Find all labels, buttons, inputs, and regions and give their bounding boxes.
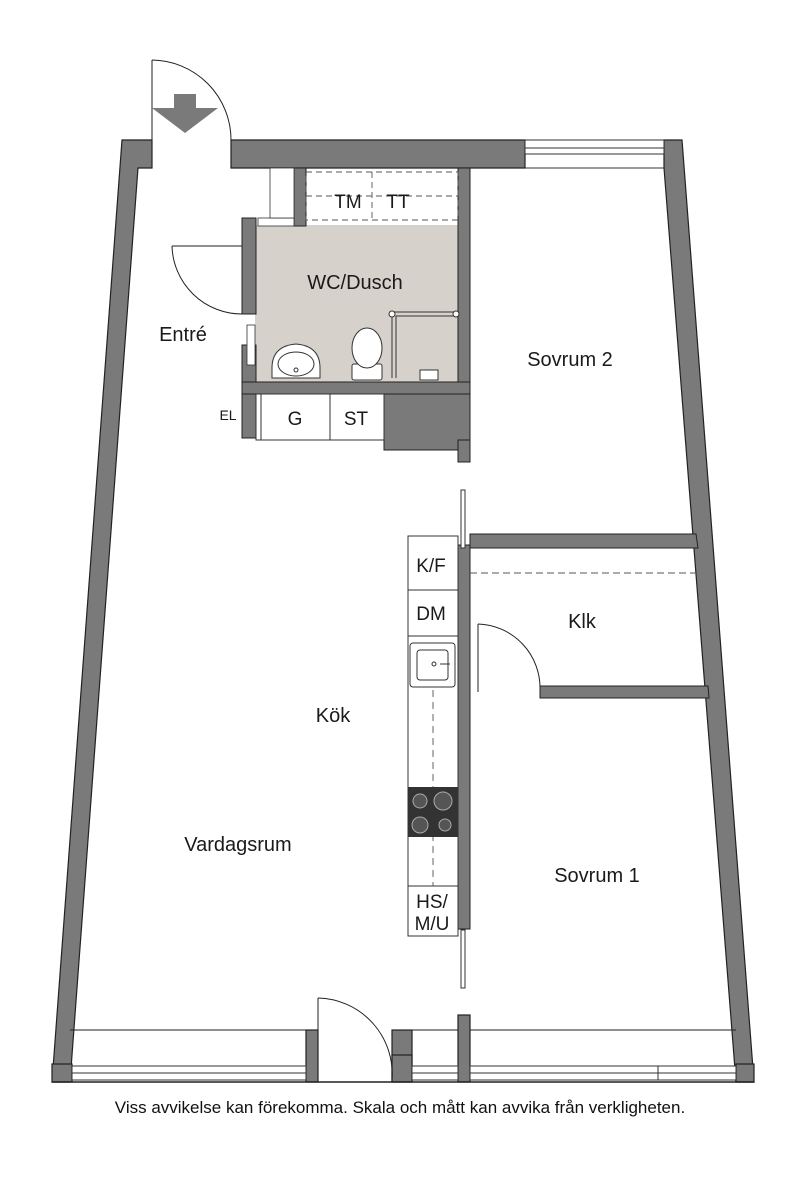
label-tm: TM bbox=[334, 192, 361, 213]
closets bbox=[255, 393, 385, 441]
patio-door bbox=[317, 997, 393, 1082]
sliding-doors bbox=[460, 489, 466, 989]
label-el: EL bbox=[219, 407, 236, 423]
stove-icon bbox=[408, 787, 458, 837]
entry-arrow-icon bbox=[152, 94, 218, 133]
toilet bbox=[351, 327, 383, 381]
label-hs-2: M/U bbox=[415, 914, 450, 935]
bathroom-sink bbox=[271, 343, 321, 379]
label-tt: TT bbox=[386, 192, 410, 213]
room-label-klk: Klk bbox=[568, 611, 597, 633]
bottom-windows bbox=[71, 1065, 737, 1081]
shower bbox=[388, 310, 460, 381]
tm-tt-area bbox=[305, 171, 459, 221]
room-label-vardagsrum: Vardagsrum bbox=[184, 834, 291, 856]
room-label-kok: Kök bbox=[316, 705, 351, 727]
label-dm: DM bbox=[416, 604, 446, 625]
label-hs-1: HS/ bbox=[416, 892, 448, 913]
interior-walls bbox=[241, 167, 471, 463]
kitchen-sink bbox=[409, 642, 456, 688]
outer-walls bbox=[51, 139, 755, 1083]
klk-door bbox=[477, 623, 541, 692]
radiator bbox=[246, 324, 256, 366]
label-g: G bbox=[288, 409, 303, 430]
room-label-wc: WC/Dusch bbox=[307, 272, 403, 294]
label-st: ST bbox=[344, 409, 369, 430]
label-kf: K/F bbox=[416, 556, 446, 577]
disclaimer-text: Viss avvikelse kan förekomma. Skala och … bbox=[114, 1098, 686, 1117]
bathroom-door bbox=[171, 245, 243, 315]
room-label-entre: Entré bbox=[159, 324, 207, 346]
top-window bbox=[524, 139, 665, 169]
entrance-door bbox=[151, 59, 232, 141]
room-label-sovrum1: Sovrum 1 bbox=[554, 865, 640, 887]
room-label-sovrum2: Sovrum 2 bbox=[527, 349, 613, 371]
kitchen-counter bbox=[407, 535, 459, 937]
bedroom-walls bbox=[457, 533, 710, 930]
